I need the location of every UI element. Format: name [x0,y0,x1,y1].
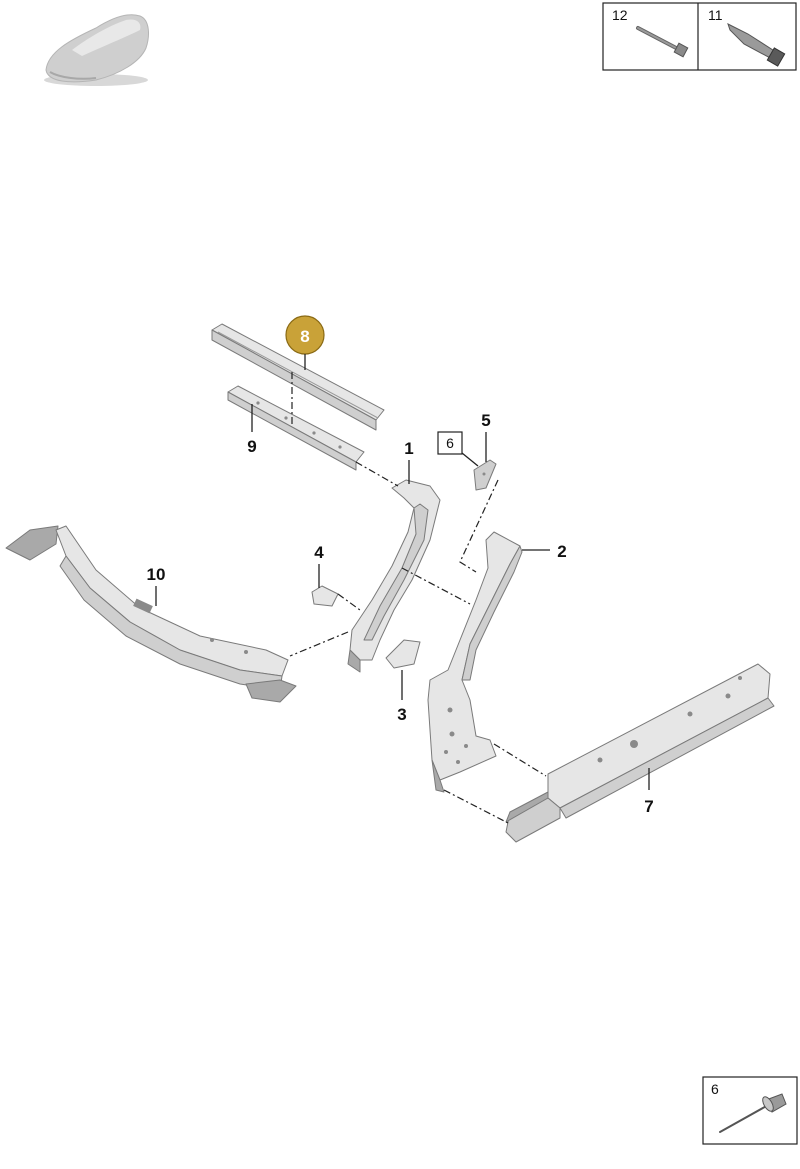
blind-rivet-icon [719,1093,787,1133]
callout-10[interactable]: 10 [147,565,166,606]
callout-3[interactable]: 3 [397,670,407,724]
car-silhouette-icon[interactable] [44,14,149,86]
part-10-cowl-frame[interactable] [5,525,297,703]
sealant-cartridge-icon [727,23,786,67]
part-8-roof-rail[interactable] [211,323,385,431]
fastener-legend-item-12[interactable]: 12 [612,7,689,58]
fastener-legend-item-11[interactable]: 11 [708,7,786,67]
callout-1[interactable]: 1 [404,439,414,484]
callout-7-label: 7 [644,797,653,816]
callout-8-highlight[interactable]: 8 [285,315,325,370]
callout-2-label: 2 [557,542,566,561]
callout-7[interactable]: 7 [644,768,654,816]
rivet-number: 6 [711,1081,719,1097]
rivet-legend[interactable]: 6 [702,1076,798,1145]
part-9-rail-reinforcement[interactable] [227,385,365,471]
fastener-number: 12 [612,7,628,23]
part-5-plate[interactable] [473,459,497,491]
callout-8: 8 [300,327,309,346]
callout-3-label: 3 [397,705,406,724]
callout-5[interactable]: 5 [481,411,491,462]
callout-1-label: 1 [404,439,413,458]
part-3-gusset[interactable] [385,639,421,669]
assembly-lines [289,372,547,825]
callout-9-label: 9 [247,437,256,456]
part-4-bracket[interactable] [311,585,339,607]
callout-5-label: 5 [481,411,490,430]
fastener-legend: 12 11 [602,2,797,71]
callout-4-label: 4 [314,543,324,562]
part-2-b-pillar[interactable] [427,531,523,793]
bolt-tool-icon [636,26,689,58]
callout-9[interactable]: 9 [247,404,257,456]
part-1-pillar-inner[interactable] [347,479,441,673]
callout-10-label: 10 [147,565,166,584]
callout-2[interactable]: 2 [522,542,567,561]
callout-6-box[interactable]: 6 [437,431,479,467]
callout-6-label: 6 [446,435,454,451]
callout-4[interactable]: 4 [314,543,324,588]
part-7-sill-panel[interactable] [505,663,775,843]
fastener-number: 11 [708,7,723,23]
